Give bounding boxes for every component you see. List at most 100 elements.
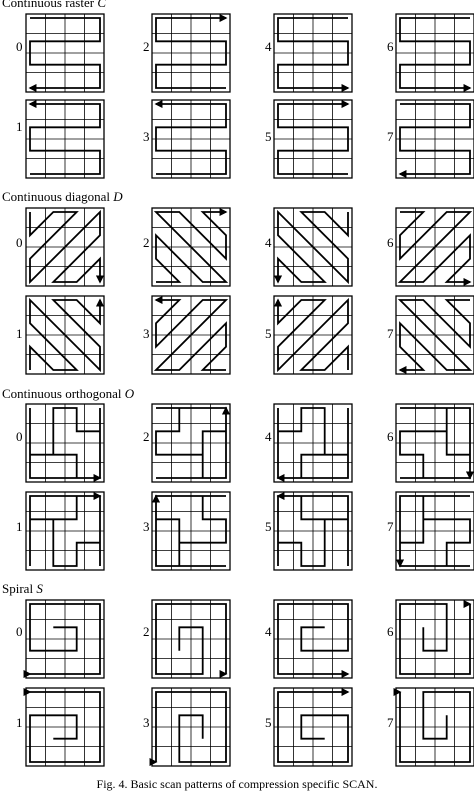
pattern-number: 5 — [265, 326, 272, 341]
scan-path — [397, 299, 473, 375]
pattern-number: 4 — [265, 39, 272, 54]
section-letter: C — [97, 0, 106, 10]
scan-pattern-spiral-6 — [395, 599, 474, 679]
scan-path — [155, 603, 231, 676]
scan-path — [399, 602, 474, 675]
scan-path — [273, 297, 349, 373]
scan-pattern-spiral-5 — [273, 687, 353, 767]
pattern-number: 4 — [265, 429, 272, 444]
pattern-number: 5 — [265, 129, 272, 144]
pattern-number: 2 — [143, 429, 150, 444]
pattern-number: 0 — [16, 39, 23, 54]
scan-path — [155, 13, 228, 89]
scan-pattern-diagonal-6 — [395, 207, 474, 287]
scan-path — [153, 207, 229, 283]
pattern-number: 0 — [16, 624, 23, 639]
scan-pattern-spiral-7 — [395, 687, 474, 767]
pattern-number: 3 — [143, 519, 150, 534]
scan-path — [398, 103, 471, 179]
scan-pattern-diagonal-3 — [151, 295, 231, 375]
scan-pattern-spiral-0 — [25, 599, 105, 679]
scan-path — [399, 407, 474, 480]
pattern-number: 3 — [143, 715, 150, 730]
scan-pattern-orthogonal-6 — [395, 403, 474, 483]
section-label-raster: Continuous raster C — [2, 0, 106, 10]
scan-pattern-diagonal-0 — [25, 207, 105, 287]
section-label-orthogonal: Continuous orthogonal O — [2, 387, 134, 401]
scan-path — [399, 17, 472, 93]
scan-path — [154, 99, 227, 175]
scan-path — [155, 406, 231, 479]
pattern-number: 6 — [387, 429, 394, 444]
scan-path — [277, 17, 350, 93]
scan-pattern-raster-0 — [25, 13, 105, 93]
section-label-spiral: Spiral S — [2, 582, 43, 596]
scan-pattern-diagonal-5 — [273, 295, 353, 375]
pattern-number: 7 — [387, 715, 394, 730]
scan-pattern-raster-1 — [25, 99, 105, 179]
section-name: Spiral — [2, 581, 37, 596]
scan-path — [28, 687, 101, 763]
scan-pattern-raster-3 — [151, 99, 231, 179]
scan-pattern-orthogonal-1 — [25, 491, 105, 571]
scan-path — [29, 297, 105, 373]
scan-pattern-diagonal-1 — [25, 295, 105, 375]
scan-path — [29, 491, 102, 567]
scan-pattern-raster-2 — [151, 13, 231, 93]
section-letter: S — [36, 581, 43, 596]
scan-pattern-orthogonal-2 — [151, 403, 231, 483]
scan-path — [151, 691, 227, 764]
pattern-number: 2 — [143, 624, 150, 639]
scan-path — [29, 407, 102, 483]
scan-path — [277, 687, 350, 763]
scan-pattern-orthogonal-0 — [25, 403, 105, 483]
scan-pattern-spiral-3 — [151, 687, 231, 767]
scan-pattern-diagonal-7 — [395, 295, 474, 375]
scan-pattern-spiral-4 — [273, 599, 353, 679]
scan-path — [153, 295, 229, 371]
scan-pattern-spiral-2 — [151, 599, 231, 679]
scan-path — [277, 99, 350, 175]
pattern-number: 7 — [387, 326, 394, 341]
pattern-number: 1 — [16, 326, 23, 341]
scan-path — [29, 209, 105, 285]
pattern-number: 0 — [16, 429, 23, 444]
scan-pattern-orthogonal-3 — [151, 491, 231, 571]
scan-pattern-raster-6 — [395, 13, 474, 93]
scan-path — [395, 495, 471, 568]
pattern-number: 5 — [265, 519, 272, 534]
scan-pattern-diagonal-4 — [273, 207, 353, 287]
pattern-number: 7 — [387, 519, 394, 534]
section-name: Continuous orthogonal — [2, 386, 125, 401]
scan-pattern-raster-7 — [395, 99, 474, 179]
scan-path — [28, 17, 101, 93]
section-label-diagonal: Continuous diagonal D — [2, 190, 123, 204]
pattern-number: 6 — [387, 624, 394, 639]
pattern-number: 5 — [265, 715, 272, 730]
scan-path — [28, 99, 101, 175]
scan-pattern-diagonal-2 — [151, 207, 231, 287]
scan-pattern-raster-4 — [273, 13, 353, 93]
section-letter: D — [113, 189, 123, 204]
pattern-number: 1 — [16, 519, 23, 534]
pattern-number: 6 — [387, 235, 394, 250]
scan-path — [273, 209, 349, 285]
pattern-number: 3 — [143, 129, 150, 144]
pattern-number: 3 — [143, 326, 150, 341]
pattern-number: 6 — [387, 39, 394, 54]
pattern-number: 4 — [265, 624, 272, 639]
scan-pattern-orthogonal-4 — [273, 403, 353, 483]
pattern-number: 2 — [143, 235, 150, 250]
figure-caption: Fig. 4. Basic scan patterns of compressi… — [96, 777, 378, 791]
scan-pattern-orthogonal-5 — [273, 491, 353, 571]
scan-pattern-raster-5 — [273, 99, 353, 179]
scan-path — [397, 211, 473, 287]
scan-path — [277, 603, 350, 679]
scan-path — [28, 603, 101, 679]
scan-pattern-spiral-1 — [25, 687, 105, 767]
section-letter: O — [124, 386, 135, 401]
section-name: Continuous diagonal — [2, 189, 114, 204]
pattern-number: 1 — [16, 119, 23, 134]
scan-path — [151, 494, 227, 567]
